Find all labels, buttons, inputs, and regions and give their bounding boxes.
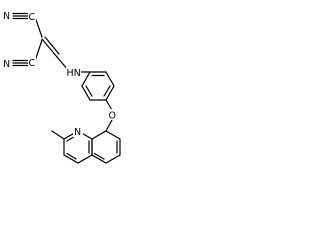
nitrile-bottom-n-label: N <box>3 59 10 70</box>
bond-lines <box>12 12 121 164</box>
label-bg-ring-n <box>73 126 83 137</box>
label-bg-n-top <box>2 9 12 20</box>
nitrile-top-c-label: C <box>29 12 36 23</box>
amine-label: HN <box>67 68 81 79</box>
ether-oxygen-label: O <box>109 111 116 122</box>
label-bg-n-bottom <box>2 57 12 68</box>
label-bg-c-bottom <box>28 57 36 68</box>
bond-o-to-quinoline <box>105 119 113 132</box>
vinyl-double-bond <box>41 38 58 58</box>
bond-cn-top-to-center <box>34 16 43 38</box>
quinoline-benzo-ring <box>91 130 121 164</box>
bond-cn-bottom-to-center <box>34 39 43 62</box>
phenyl-inner-3 <box>85 85 93 97</box>
methyl-bond <box>51 130 65 140</box>
molecule-structure: N C N C HN O N <box>2 9 121 164</box>
vinyl-double-bond-2 <box>44 36 60 55</box>
label-bg-hn <box>66 66 81 77</box>
phenyl-ring <box>81 71 115 101</box>
nitrile-bottom-c-label: C <box>29 58 36 69</box>
atom-labels: N C N C HN O N <box>2 9 117 138</box>
benzo-inner-2 <box>93 152 105 160</box>
ring-nitrogen-label: N <box>74 127 81 138</box>
nitrile-top-n-label: N <box>3 11 10 22</box>
pyridine-inner-3 <box>66 152 77 160</box>
phenyl-inner-2 <box>103 85 111 97</box>
bond-phenyl-to-o <box>105 99 113 111</box>
label-bg-o <box>108 109 117 120</box>
label-bg-c-top <box>28 11 36 22</box>
